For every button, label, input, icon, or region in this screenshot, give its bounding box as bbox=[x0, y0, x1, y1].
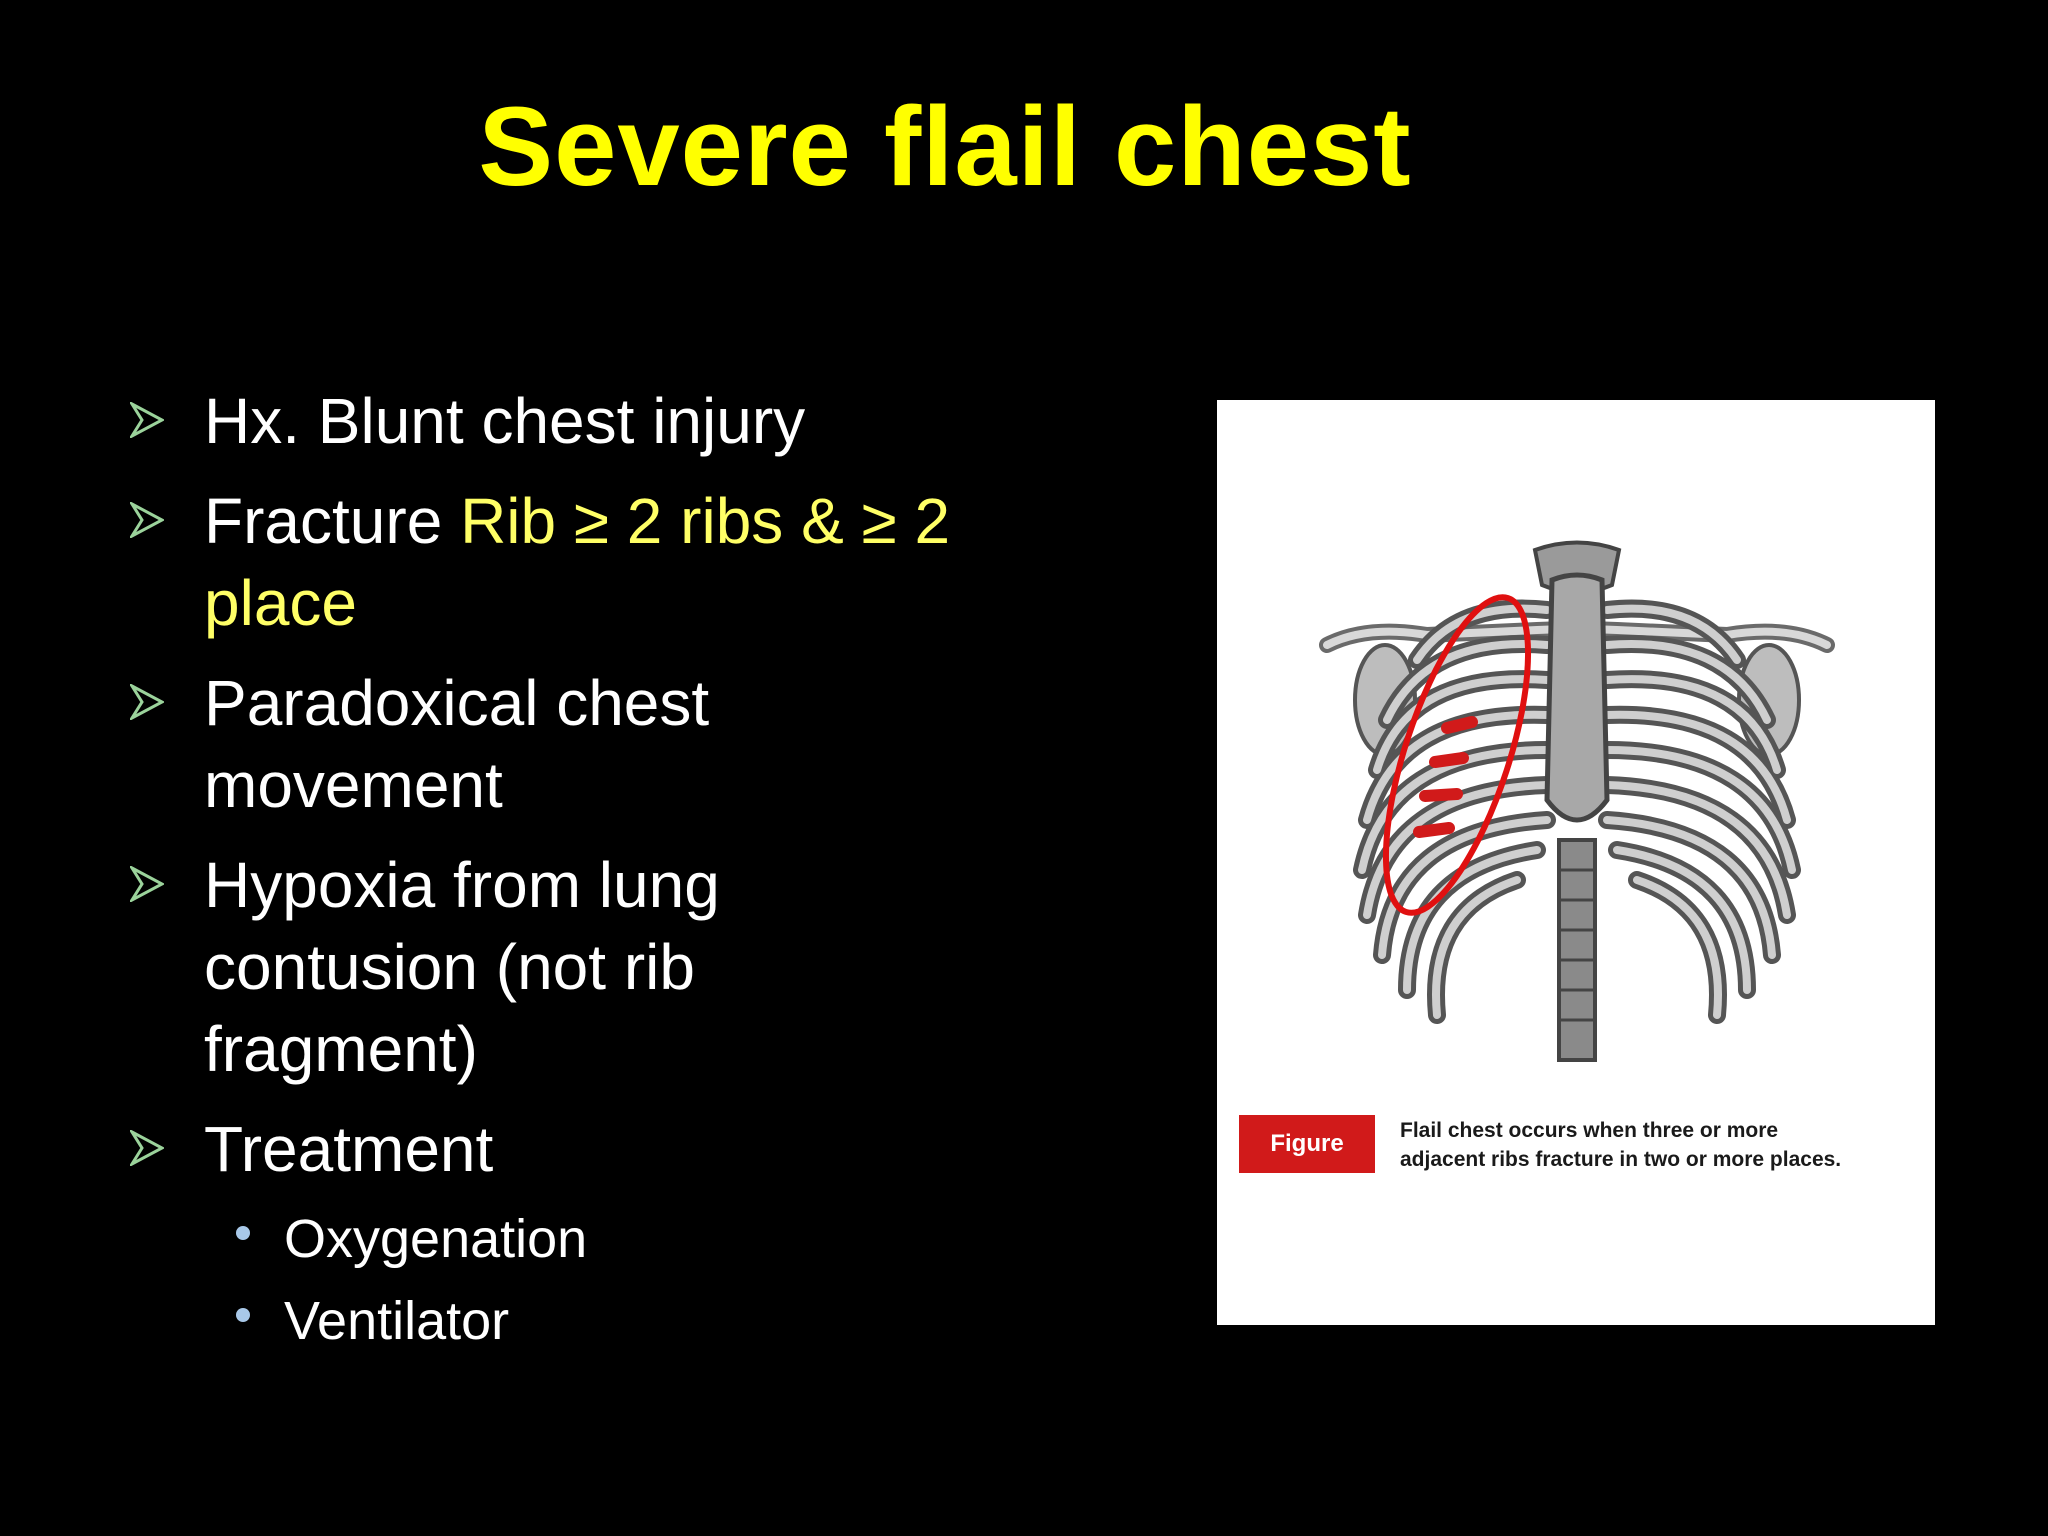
bullet-item-hypoxia: Hypoxia from lung contusion (not rib fra… bbox=[130, 844, 1030, 1090]
bullet-text: Fracture bbox=[204, 485, 461, 557]
bullet-item-history: Hx. Blunt chest injury bbox=[130, 380, 1030, 462]
figure-caption-line: adjacent ribs fracture in two or more pl… bbox=[1400, 1148, 1842, 1171]
arrow-bullet-icon bbox=[130, 684, 164, 720]
sub-bullet-text: Ventilator bbox=[284, 1291, 510, 1351]
arrow-bullet-icon bbox=[130, 1130, 164, 1166]
slide-title: Severe flail chest bbox=[478, 84, 1412, 209]
bullet-text: Paradoxical chest movement bbox=[204, 667, 710, 821]
figure-badge: Figure bbox=[1239, 1115, 1375, 1173]
figure-panel: Figure Flail chest occurs when three or … bbox=[1217, 400, 1935, 1325]
figure-caption: Flail chest occurs when three or more ad… bbox=[1400, 1116, 1920, 1174]
figure-caption-line: Flail chest occurs when three or more bbox=[1400, 1119, 1779, 1142]
sub-bullet-oxygenation: Oxygenation bbox=[220, 1198, 1030, 1280]
bullet-list: Hx. Blunt chest injury Fracture Rib ≥ 2 … bbox=[130, 380, 1030, 1380]
sub-bullet-text: Oxygenation bbox=[284, 1209, 588, 1269]
arrow-bullet-icon bbox=[130, 502, 164, 538]
bullet-text: Hx. Blunt chest injury bbox=[204, 385, 806, 457]
bullet-highlight-text: Rib ≥ 2 ribs & ≥ 2 place bbox=[204, 485, 951, 639]
sub-bullet-ventilator: Ventilator bbox=[220, 1280, 1030, 1362]
bullet-item-fracture: Fracture Rib ≥ 2 ribs & ≥ 2 place bbox=[130, 480, 1030, 644]
arrow-bullet-icon bbox=[130, 402, 164, 438]
treatment-sub-list: Oxygenation Ventilator bbox=[204, 1198, 1030, 1362]
dot-bullet-icon bbox=[236, 1308, 250, 1322]
dot-bullet-icon bbox=[236, 1226, 250, 1240]
arrow-bullet-icon bbox=[130, 866, 164, 902]
bullet-item-paradoxical: Paradoxical chest movement bbox=[130, 662, 1030, 826]
bullet-item-treatment: Treatment Oxygenation Ventilator bbox=[130, 1108, 1030, 1362]
ribcage-illustration-icon bbox=[1319, 540, 1835, 1062]
bullet-text: Treatment bbox=[204, 1113, 494, 1185]
bullet-text: Hypoxia from lung contusion (not rib fra… bbox=[204, 849, 720, 1085]
